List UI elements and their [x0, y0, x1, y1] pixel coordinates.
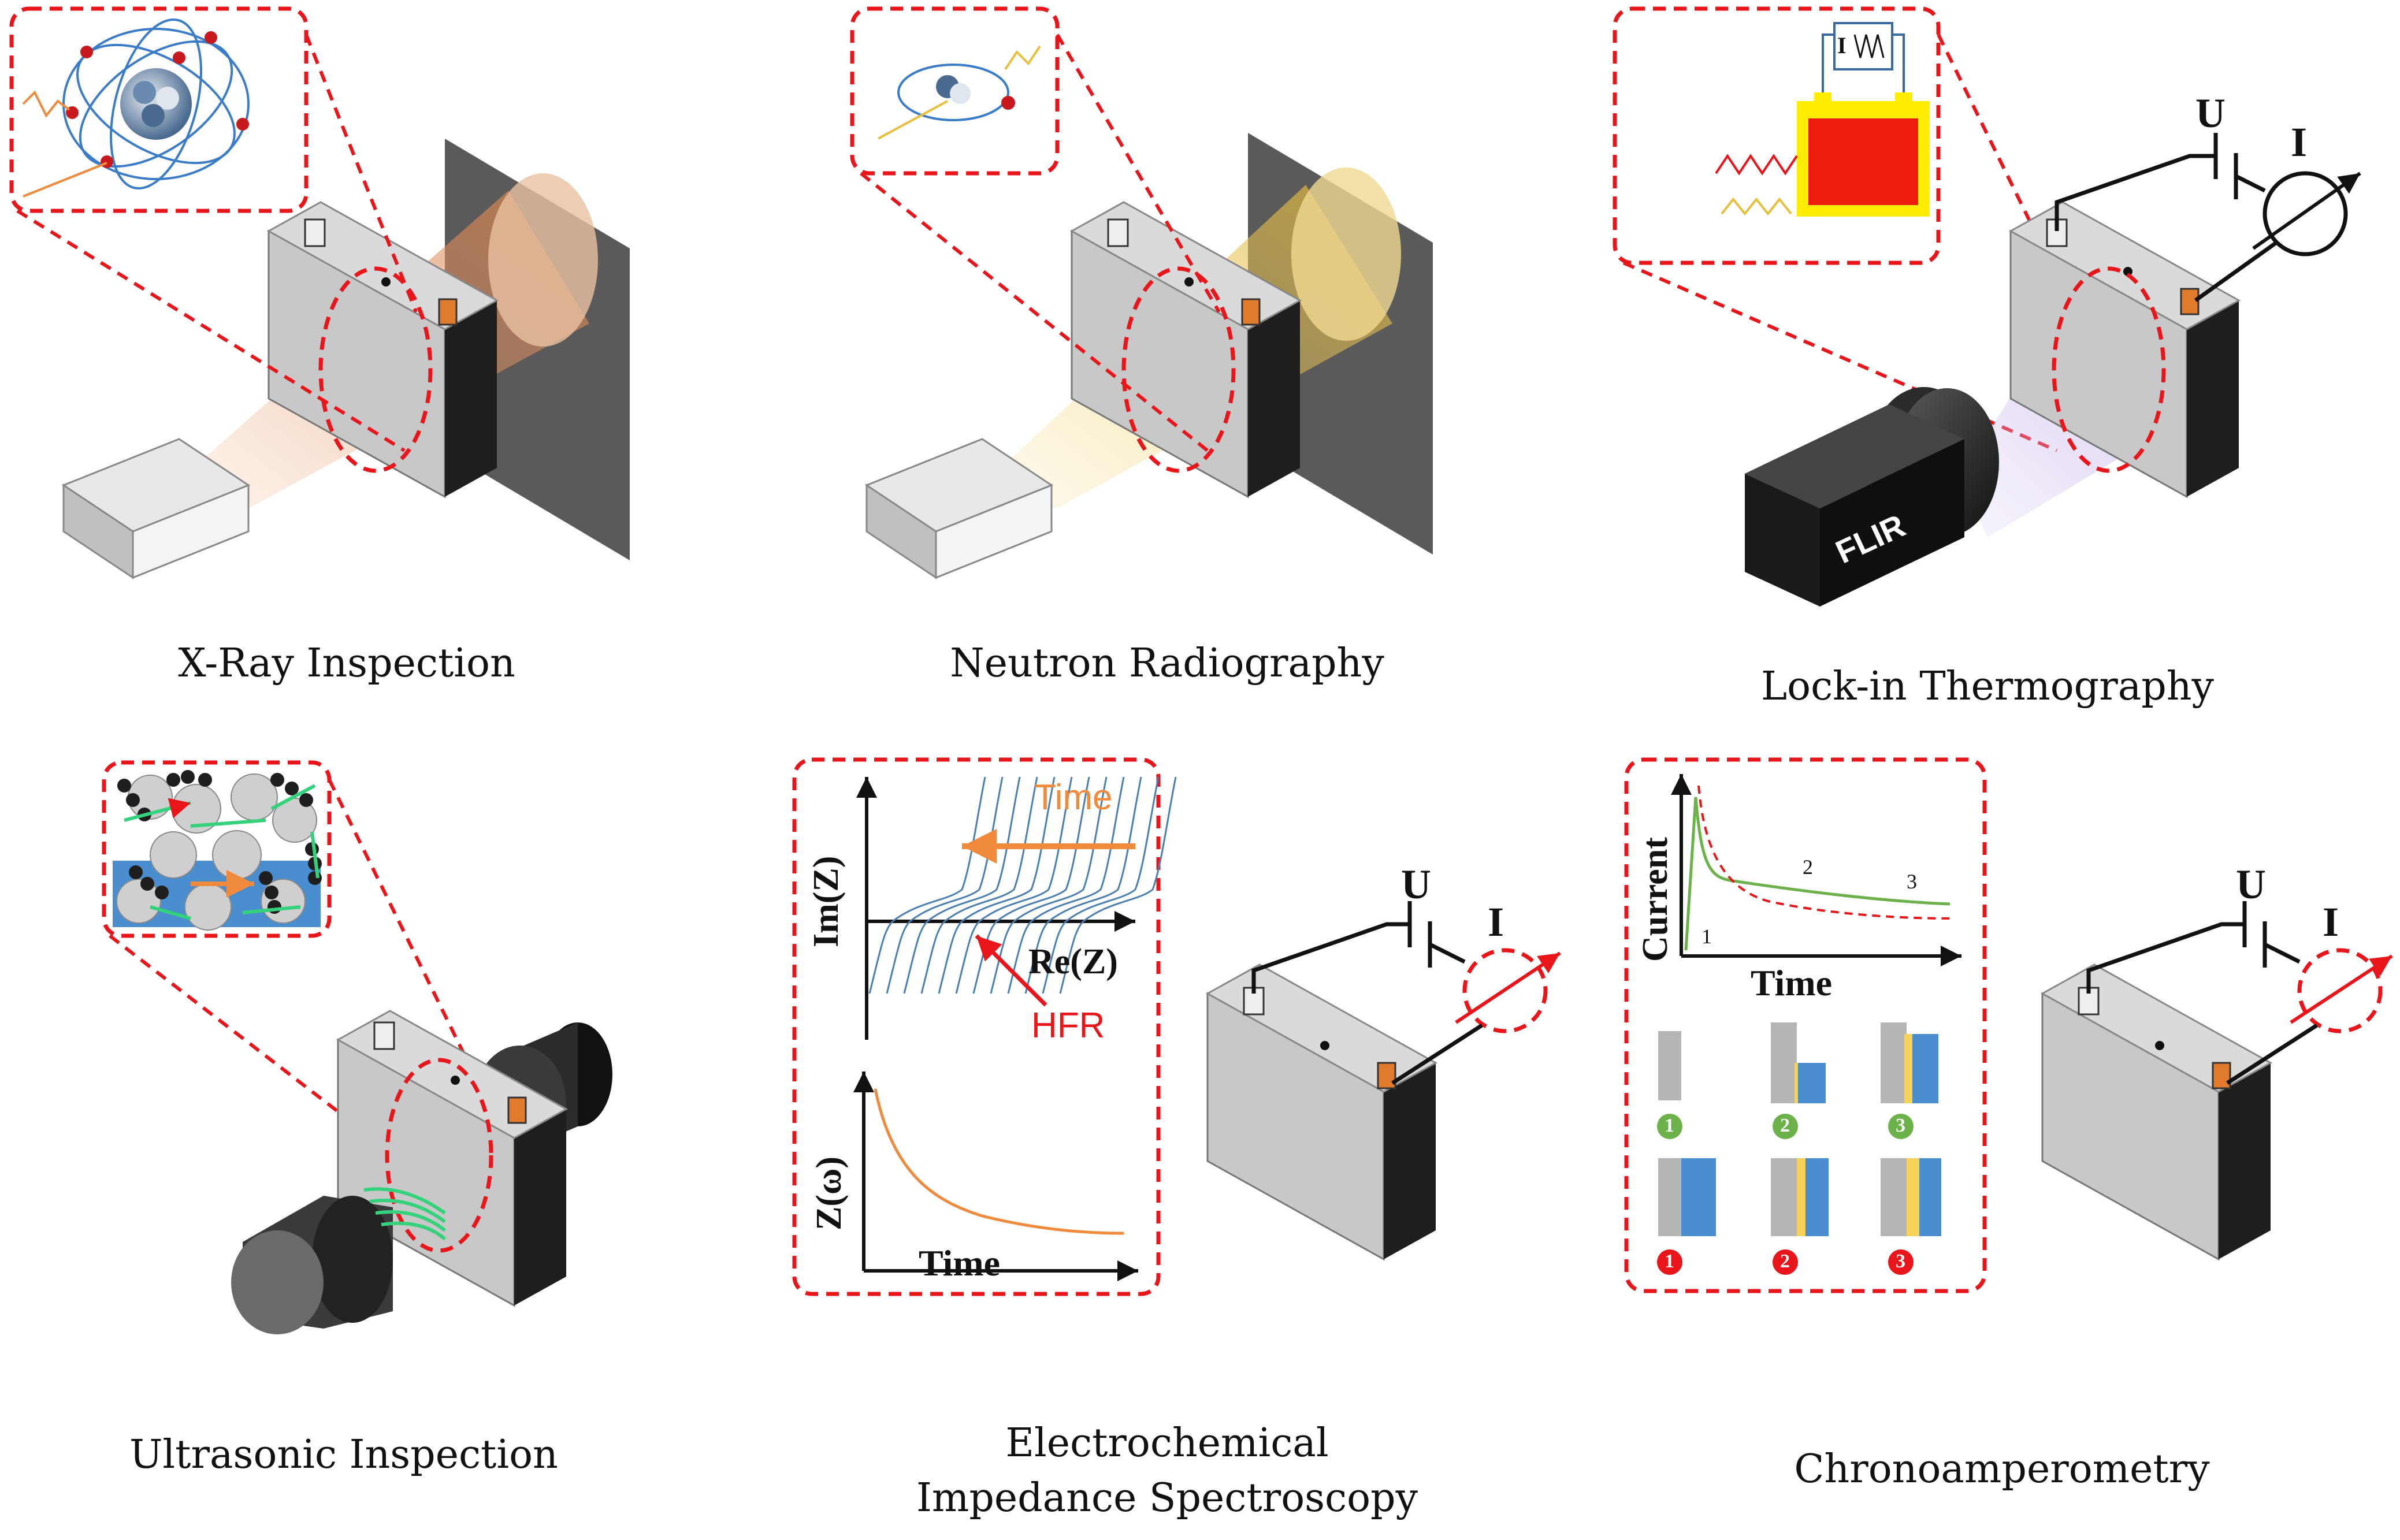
caption-lockin: Lock-in Thermography — [1761, 664, 2214, 709]
badge-green-1-label: 1 — [1665, 1115, 1674, 1136]
badge-red-3 — [1888, 1249, 1914, 1275]
particle-network-icon — [113, 770, 322, 931]
badge-green-1 — [1657, 1114, 1682, 1139]
terminal-positive — [2212, 1062, 2231, 1089]
terminal-positive — [438, 298, 458, 326]
terminal-negative — [1107, 218, 1129, 247]
thermal-camera — [1745, 387, 1999, 607]
badge-green-2-label: 2 — [1780, 1115, 1790, 1136]
nyquist-x-label: Re(Z) — [1028, 942, 1118, 981]
terminal-positive — [1377, 1062, 1396, 1089]
terminal-positive — [2180, 288, 2200, 315]
focus-ellipse — [385, 1058, 493, 1253]
transducer-front — [231, 1187, 446, 1334]
hfr-label: HFR — [1031, 1006, 1105, 1046]
current-axis-label: Current — [1636, 837, 1675, 962]
terminal-negative — [304, 218, 326, 247]
impedance-decay-curve — [874, 1088, 1124, 1235]
chrono-voltage-label: U — [2236, 861, 2266, 907]
green-current-curve — [1684, 797, 1951, 951]
chrono-panel — [1624, 757, 2393, 1293]
current-label: I — [2291, 119, 2308, 165]
caption-neutron: Neutron Radiography — [950, 641, 1384, 686]
ammeter-icon — [2262, 171, 2348, 256]
battery-cell — [266, 201, 499, 499]
current-time-plot — [1671, 774, 1961, 966]
ammeter-icon — [2297, 948, 2383, 1033]
terminal-positive — [507, 1096, 527, 1124]
badge-green-3 — [1888, 1114, 1914, 1139]
layer-growth-diagram — [1657, 1022, 1941, 1275]
badge-red-2 — [1773, 1249, 1798, 1275]
focus-ellipse — [2052, 266, 2166, 473]
battery-cell — [1205, 964, 1438, 1261]
impedance-time-plot — [853, 1072, 1138, 1281]
neutron-source — [864, 438, 1054, 579]
badge-red-3-label: 3 — [1896, 1251, 1905, 1272]
nyquist-plot — [856, 776, 1177, 1040]
badge-green-2 — [1773, 1114, 1798, 1139]
eis-panel — [792, 757, 1561, 1296]
terminal-negative — [373, 1021, 395, 1050]
lower-x-label: Time — [919, 1243, 1001, 1284]
lockin-panel — [1613, 6, 2361, 607]
xray-source — [61, 438, 251, 579]
voltage-label: U — [2195, 90, 2226, 136]
nyquist-curve — [920, 776, 1038, 994]
measurement-circuit — [2055, 133, 2361, 302]
ammeter-icon — [1462, 948, 1548, 1033]
chrono-current-label: I — [2323, 899, 2339, 945]
terminal-positive — [1241, 298, 1261, 326]
badge-red-1 — [1657, 1249, 1682, 1275]
focus-ellipse — [318, 266, 433, 473]
chrono-time-label: Time — [1751, 962, 1833, 1003]
caption-eis-line2: Impedance Spectroscopy — [916, 1475, 1418, 1521]
battery-cell — [336, 1010, 569, 1307]
inset-current-label: I — [1837, 32, 1847, 58]
nyquist-curve — [1024, 776, 1142, 994]
beam-spot — [488, 173, 598, 347]
nyquist-curve — [955, 776, 1073, 994]
atom-icon — [22, 18, 250, 198]
caption-eis-line1: Electrochemical — [1005, 1420, 1329, 1466]
curve-mark-3: 3 — [1907, 870, 1917, 893]
focus-ellipse — [1121, 266, 1236, 473]
measurement-circuit — [2086, 901, 2393, 1085]
neutron-panel — [850, 6, 1433, 579]
curve-mark-2: 2 — [1803, 855, 1813, 879]
curve-mark-1: 1 — [1701, 925, 1712, 948]
beam-spot — [1291, 168, 1401, 341]
badge-red-2-label: 2 — [1780, 1251, 1790, 1272]
caption-ultrasonic: Ultrasonic Inspection — [129, 1432, 558, 1478]
time-arrow-label: Time — [1034, 778, 1113, 817]
measurement-circuit — [1251, 901, 1561, 1085]
eis-current-label: I — [1488, 899, 1504, 945]
battery-cell — [1069, 201, 1302, 499]
hfr-arrow — [975, 934, 1047, 1007]
nyquist-y-label: Im(Z) — [807, 855, 846, 947]
ultrasonic-panel — [102, 760, 612, 1334]
badge-green-3-label: 3 — [1896, 1115, 1905, 1136]
nyquist-curve — [1059, 776, 1177, 994]
red-current-curve — [1697, 785, 1951, 920]
neutron-particle-icon — [878, 45, 1041, 140]
lower-y-label: Z(ω) — [809, 1156, 849, 1230]
caption-xray: X-Ray Inspection — [178, 641, 515, 686]
nyquist-curve — [1007, 776, 1125, 994]
xray-panel — [9, 6, 630, 579]
battery-cell — [2040, 964, 2273, 1261]
caption-chrono: Chronoamperometry — [1794, 1446, 2210, 1492]
eis-inset — [792, 757, 1161, 1296]
nyquist-curve — [1042, 776, 1160, 994]
nyquist-curve — [903, 776, 1021, 994]
badge-red-1-label: 1 — [1665, 1251, 1674, 1272]
heated-cell-icon — [1715, 22, 1930, 217]
eis-voltage-label: U — [1401, 861, 1431, 907]
nyquist-curve — [938, 776, 1056, 994]
nyquist-curve — [990, 776, 1108, 994]
